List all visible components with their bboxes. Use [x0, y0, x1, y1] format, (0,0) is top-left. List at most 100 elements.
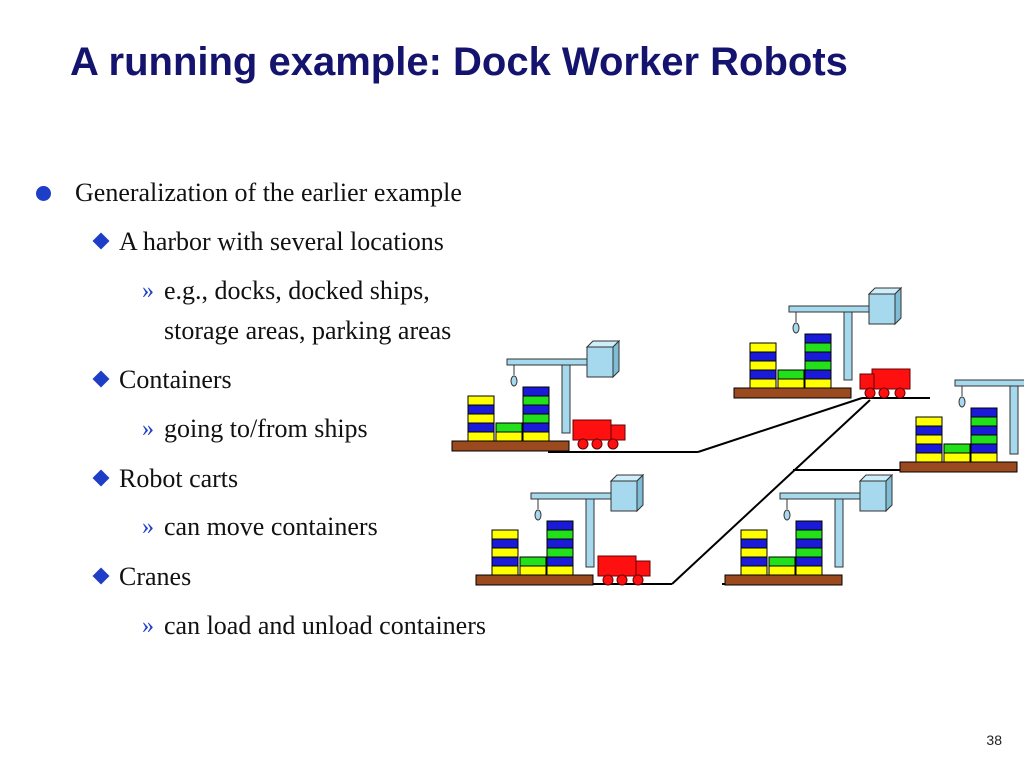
crane-hook [958, 396, 966, 408]
container [467, 413, 495, 424]
container [546, 529, 574, 540]
cart-cab [859, 373, 875, 390]
container [519, 565, 547, 576]
container [777, 369, 805, 380]
dock-location [724, 473, 894, 586]
crane-pillar [843, 311, 853, 381]
cart-wheel [864, 387, 876, 399]
container [970, 416, 998, 427]
container [491, 556, 519, 567]
container [749, 342, 777, 353]
container [467, 431, 495, 442]
cart-wheel [894, 387, 906, 399]
container [915, 416, 943, 427]
cart-body [572, 419, 612, 441]
container [546, 565, 574, 576]
container [970, 434, 998, 445]
container [467, 395, 495, 406]
cart-wheel [577, 438, 589, 450]
cart-wheel [607, 438, 619, 450]
container [522, 386, 550, 397]
page-number: 38 [986, 732, 1002, 748]
sub-bullet-icon: » [142, 416, 154, 442]
docks [451, 286, 1024, 586]
crane-cab [586, 346, 614, 378]
bullet-dot-icon [36, 186, 51, 201]
crane-cab [868, 293, 896, 325]
crane-hook [792, 322, 800, 334]
dock-location [475, 473, 645, 586]
container [804, 342, 832, 353]
container [740, 538, 768, 549]
bullet-containers-sub: going to/from ships [164, 414, 368, 443]
crane-cab-side [612, 339, 620, 379]
roads [548, 397, 945, 585]
crane-cab-side [636, 473, 644, 513]
robot-cart [572, 419, 626, 450]
container [804, 360, 832, 371]
cart-cab [635, 560, 651, 577]
container [804, 369, 832, 380]
container [915, 425, 943, 436]
container [495, 422, 523, 433]
pile-platform [475, 574, 594, 586]
pile-platform [733, 387, 852, 399]
crane-pillar [1009, 385, 1019, 455]
crane-beam [530, 492, 612, 500]
pile-platform [724, 574, 843, 586]
bullet-harbor-sub-2: storage areas, parking areas [164, 316, 452, 345]
pile-platform [899, 461, 1018, 473]
crane-hook [510, 375, 518, 387]
cart-wheel [602, 574, 614, 586]
container [749, 351, 777, 362]
container [740, 556, 768, 567]
crane-beam [506, 358, 588, 366]
container [970, 425, 998, 436]
cart-body [597, 555, 637, 577]
crane-pillar [834, 498, 844, 568]
dock-location [733, 286, 903, 399]
container [804, 333, 832, 344]
sub-bullet-icon: » [142, 613, 154, 639]
crane-pillar [585, 498, 595, 568]
crane-cab [610, 480, 638, 512]
container [546, 538, 574, 549]
container [522, 404, 550, 415]
container [522, 422, 550, 433]
container [749, 378, 777, 389]
crane-pillar [561, 364, 571, 434]
container [970, 443, 998, 454]
container [519, 556, 547, 567]
sub-bullet-icon: » [142, 278, 154, 304]
container [740, 547, 768, 558]
cart-wheel [616, 574, 628, 586]
container [795, 565, 823, 576]
bullet-harbor-sub-1: e.g., docks, docked ships, [164, 276, 430, 305]
crane-cab [859, 480, 887, 512]
cart-wheel [878, 387, 890, 399]
container [546, 520, 574, 531]
container [546, 547, 574, 558]
cart-body [871, 368, 911, 390]
container [491, 529, 519, 540]
container [795, 529, 823, 540]
container [749, 360, 777, 371]
container [804, 378, 832, 389]
container [943, 452, 971, 463]
container [495, 431, 523, 442]
robot-cart [859, 368, 911, 399]
pile-platform [451, 440, 570, 452]
container [915, 434, 943, 445]
container [777, 378, 805, 389]
container [491, 538, 519, 549]
sub-bullet-icon: » [142, 514, 154, 540]
bullet-cranes: Cranes [119, 562, 192, 591]
bullet-carts: Robot carts [119, 464, 239, 493]
container [491, 547, 519, 558]
cart-wheel [632, 574, 644, 586]
trucks [572, 368, 911, 586]
crane-beam [954, 379, 1024, 387]
container [915, 443, 943, 454]
road-segment [697, 397, 863, 453]
